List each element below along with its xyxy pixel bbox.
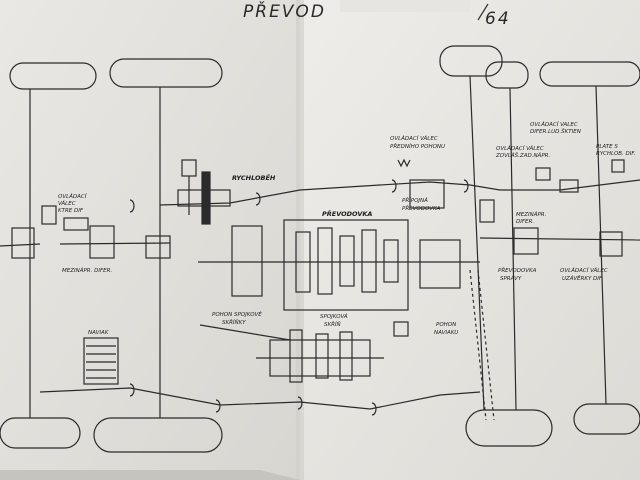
- label-winch-drive-2: NAVIAKU: [434, 330, 458, 336]
- wheel-top-3: [439, 45, 503, 77]
- label-transfer-1: PŘÍPOJNÁ: [402, 196, 428, 204]
- cylinder-left: [63, 217, 89, 231]
- label-right-a-1: OVLÁDACÍ VÁLEC: [496, 145, 544, 152]
- gearbox-gear-3: [339, 235, 355, 287]
- cylinder-left-2: [41, 205, 57, 225]
- clutch-box-gear-3: [339, 331, 353, 381]
- wheel-top-2: [109, 58, 223, 88]
- wheel-top-4: [485, 61, 529, 89]
- front-drive-spring: [397, 158, 411, 168]
- winch-drive-box: [393, 321, 409, 337]
- label-right-diff-1: MEZINÁPR.: [516, 211, 547, 218]
- label-right-diff-2: DIFER.: [516, 219, 534, 225]
- label-winch: NAVIAK: [88, 330, 109, 336]
- transfer-box-housing: [419, 239, 461, 289]
- clutch-housing: [231, 225, 263, 297]
- label-right-b-1: OVLÁDACÍ VALEC: [530, 121, 578, 128]
- winch-drum: [83, 337, 119, 385]
- dashed-line-2: [477, 269, 495, 421]
- label-clutch-box-2: SKŘÍŇ: [324, 320, 341, 328]
- front-drive-cylinder-box: [409, 179, 445, 209]
- label-prevodovka: PŘEVODOVKA: [322, 209, 372, 218]
- label-overdrive-plate-2: RYCHLOB. DIF.: [596, 151, 636, 157]
- shaft-right: [500, 179, 640, 191]
- differential-right-1: [513, 227, 539, 255]
- label-front-drive-2: PŘEDNÍHO POHONU: [390, 142, 445, 150]
- clutch-box-gear-1: [289, 329, 303, 383]
- wheel-top-1: [9, 62, 97, 90]
- label-steering-box-2: SPRÁVY: [500, 275, 522, 282]
- label-diff-lock-1: OVLÁDACÍ VÁLEC: [560, 267, 608, 274]
- label-overdrive-plate-1: PLATE S: [596, 144, 618, 150]
- label-right-b-2: DIFER.LUD.ŠKTIEN: [530, 128, 581, 135]
- gearbox-gear-5: [383, 239, 399, 283]
- wheel-bottom-4: [573, 403, 640, 435]
- axle-line-right: [479, 237, 640, 241]
- cylinder-right-3: [611, 159, 625, 173]
- u-joint-8: [129, 383, 135, 397]
- label-clutch-drive-2: SKŘÍŇKY: [222, 318, 246, 326]
- label-left-diff: MEZINÁPR. DIFER.: [62, 267, 112, 274]
- label-steering-box-1: PŘEVODOVKA: [498, 266, 537, 274]
- clutch-drive-link: [199, 324, 291, 341]
- u-joint-4: [463, 179, 469, 193]
- differential-right-2: [599, 231, 623, 257]
- u-joint-7: [371, 402, 377, 416]
- page-fold: [296, 0, 304, 480]
- axle-shaft-3: [469, 75, 485, 411]
- gearbox-gear-1: [295, 231, 311, 293]
- label-left-cyl-2: VÁLEC: [58, 200, 76, 207]
- cylinder-right-4: [479, 199, 495, 223]
- label-clutch-box-1: SPOJKOVÁ: [320, 313, 348, 320]
- gearbox-housing: [283, 219, 409, 311]
- wheel-bottom-3: [465, 409, 553, 447]
- gearbox-gear-4: [361, 229, 377, 293]
- differential-left-2: [89, 225, 115, 259]
- title-gap: [340, 0, 470, 12]
- label-clutch-drive-1: POHON SPOJKOVÉ: [212, 310, 262, 318]
- u-joint-1: [129, 199, 135, 213]
- paper-left-page: [0, 0, 300, 480]
- axle-line-left: [0, 243, 41, 247]
- paper-right-page: [300, 0, 640, 480]
- wheel-bottom-1: [0, 417, 81, 449]
- clutch-box-gear-2: [315, 333, 329, 379]
- label-front-drive-1: OVLÁDACÍ VÁLEC: [390, 135, 438, 142]
- shaft-lower: [39, 387, 481, 410]
- label-right-a-2: ZOVLÁŠ.ZAD.NÁPR.: [495, 152, 550, 159]
- u-joint-5: [215, 399, 221, 413]
- title-stroke: [477, 3, 489, 21]
- u-joint-6: [297, 396, 303, 410]
- title-right: 64: [485, 9, 511, 29]
- title-left: PŘEVOD: [243, 0, 326, 22]
- wheel-top-5: [539, 61, 640, 87]
- axle-line-left-mid: [59, 242, 171, 245]
- gearbox-gear-2: [317, 227, 333, 295]
- label-diff-lock-2: UZÁVĚRKY DIF.: [562, 274, 603, 282]
- wheel-bottom-2: [93, 417, 223, 453]
- label-rychlobeh: RYCHLOBĚH: [232, 173, 276, 182]
- u-joint-3: [391, 179, 397, 193]
- u-joint-2: [255, 192, 261, 206]
- axle-shaft-4: [509, 87, 517, 411]
- overdrive-gear: [201, 171, 211, 225]
- page-shadow: [0, 470, 300, 480]
- differential-left-1: [11, 227, 35, 259]
- label-left-cyl-1: OVLÁDACÍ: [58, 193, 88, 200]
- cylinder-right-1: [535, 167, 551, 181]
- differential-left-3: [145, 235, 171, 259]
- label-transfer-2: PŘEVODOVKA: [402, 204, 441, 212]
- axle-shaft-5: [595, 85, 607, 405]
- dashed-line-1: [469, 269, 487, 421]
- cylinder-right-2: [559, 179, 579, 193]
- label-winch-drive-1: POHON: [436, 322, 456, 328]
- label-left-cyl-3: KTRE DIF: [58, 208, 84, 214]
